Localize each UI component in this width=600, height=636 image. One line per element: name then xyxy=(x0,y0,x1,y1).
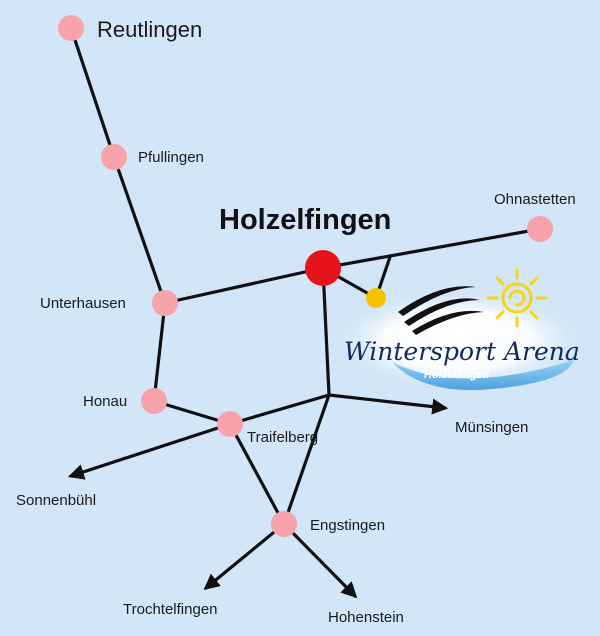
road-to-muensingen xyxy=(327,393,449,415)
road-honau-traifelberg xyxy=(152,399,232,426)
road-unterhausen-holzelfingen xyxy=(163,266,325,305)
node-wintersport-arena[interactable] xyxy=(366,288,386,308)
road-junction-engstingen xyxy=(282,393,331,526)
road-junction-traifelberg xyxy=(228,393,331,426)
road-unterhausen-honau xyxy=(152,301,167,403)
logo-name: Wintersport Arena xyxy=(344,337,580,366)
logo-blue-band xyxy=(392,360,574,391)
label-sonnenbuehl: Sonnenbühl xyxy=(16,492,96,509)
label-ohnastetten: Ohnastetten xyxy=(494,191,576,208)
logo-subtitle: Holzelfingen xyxy=(424,369,490,381)
road-holzelfingen-south xyxy=(321,266,331,397)
label-hohenstein: Hohenstein xyxy=(328,609,404,626)
sun-icon xyxy=(486,268,548,328)
label-pfullingen: Pfullingen xyxy=(138,149,204,166)
road-holzelfingen-ohnastetten xyxy=(321,227,542,270)
nodes xyxy=(58,15,553,537)
node-honau[interactable] xyxy=(141,388,167,414)
road-traifelberg-engstingen xyxy=(228,422,286,526)
node-traifelberg[interactable] xyxy=(217,411,243,437)
node-unterhausen[interactable] xyxy=(152,290,178,316)
node-reutlingen[interactable] xyxy=(58,15,84,41)
label-reutlingen: Reutlingen xyxy=(97,17,202,42)
node-ohnastetten[interactable] xyxy=(527,216,553,242)
label-honau: Honau xyxy=(83,393,127,410)
wintersport-arena-logo: Wintersport Arena Holzelfingen xyxy=(333,268,583,391)
road-to-hohenstein xyxy=(282,522,358,599)
label-engstingen: Engstingen xyxy=(310,517,385,534)
node-holzelfingen[interactable] xyxy=(305,250,341,286)
map-title: Holzelfingen xyxy=(219,204,391,236)
ski-tracks-icon xyxy=(398,286,484,335)
label-trochtelfingen: Trochtelfingen xyxy=(123,601,218,618)
label-traifelberg: Traifelberg xyxy=(247,429,318,446)
road-to-trochtelfingen xyxy=(203,522,286,591)
label-unterhausen: Unterhausen xyxy=(40,295,126,312)
labels: Reutlingen Pfullingen Ohnastetten Holzel… xyxy=(16,17,576,626)
road-to-sonnenbuehl xyxy=(67,422,232,480)
label-muensingen: Münsingen xyxy=(455,419,528,436)
road-reutlingen-pfullingen xyxy=(69,26,116,159)
road-pfullingen-unterhausen xyxy=(112,155,167,305)
node-pfullingen[interactable] xyxy=(101,144,127,170)
node-engstingen[interactable] xyxy=(271,511,297,537)
